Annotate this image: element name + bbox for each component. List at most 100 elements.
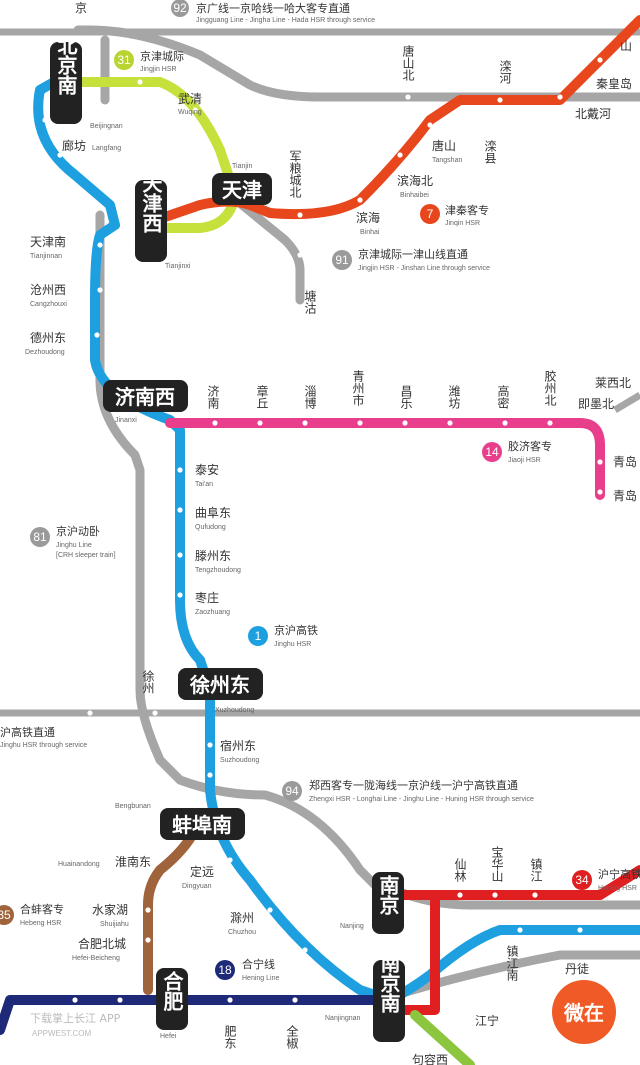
watermark-badge[interactable]: 微在 — [552, 980, 616, 1044]
svg-text:京沪高铁: 京沪高铁 — [274, 623, 318, 637]
station-tianjinnan: 天津南 — [30, 234, 66, 249]
svg-text:81: 81 — [33, 530, 47, 544]
svg-text:Zhengxi HSR - Longhai Line - J: Zhengxi HSR - Longhai Line - Jinghu Line… — [309, 796, 534, 803]
svg-text:微在: 微在 — [563, 1001, 604, 1025]
station-dingyuan: 定远 — [190, 864, 214, 879]
station-tangshan: 唐山 — [432, 138, 456, 153]
svg-text:Binhaibei: Binhaibei — [400, 192, 429, 199]
legend-81: 81 京沪动卧 Jinghu Line [CRH sleeper train] — [30, 524, 116, 559]
svg-text:7: 7 — [427, 207, 434, 221]
station-xuzhou: 徐州 — [141, 669, 155, 694]
svg-text:Qufudong: Qufudong — [195, 524, 226, 531]
svg-text:合宁线: 合宁线 — [242, 957, 275, 971]
station-zhenjiangnan: 镇江南 — [505, 945, 519, 981]
hub-hefei-label: 合肥 — [160, 970, 184, 1012]
hening-line — [0, 995, 395, 1035]
huning-hsr-line — [390, 865, 640, 1015]
svg-text:Dingyuan: Dingyuan — [182, 883, 212, 890]
station-dots — [42, 57, 603, 1023]
conventional-lines — [0, 25, 640, 1000]
svg-text:18: 18 — [218, 963, 232, 977]
badge-92: 92 — [173, 1, 187, 15]
hub-xuzhoudong[interactable]: 徐州东 — [178, 668, 263, 700]
bengbunan-en: Bengbunan — [115, 803, 151, 810]
station-shanghaiguan: 山 — [620, 39, 632, 53]
hub-tianjinxi-label: 天津西 — [139, 173, 163, 234]
station-binhai: 滨海 — [356, 210, 380, 225]
svg-text:Jingjin HSR: Jingjin HSR — [140, 66, 177, 73]
svg-text:Huainandong: Huainandong — [58, 861, 100, 868]
svg-text:34: 34 — [575, 873, 589, 887]
legend-91: 91 京津城际一津山线直通 Jingjin HSR - Jinshan Line… — [332, 247, 490, 272]
svg-text:91: 91 — [335, 253, 349, 267]
svg-text:Suzhoudong: Suzhoudong — [220, 757, 259, 764]
station-hefeibeicheng: 合肥北城 — [78, 936, 126, 951]
svg-text:14: 14 — [485, 445, 499, 459]
station-huainandong: 淮南东 — [115, 854, 151, 869]
legend-14: 14 胶济客专 Jiaoji HSR — [482, 439, 552, 464]
station-taian: 泰安 — [195, 462, 219, 477]
hub-beijingnan[interactable]: 北京南 — [50, 35, 82, 124]
hub-tianjinxi[interactable]: 天津西 — [135, 173, 167, 262]
station-langfang: 廊坊 — [62, 138, 86, 153]
jinanxi-en: Jinanxi — [115, 417, 137, 424]
station-baohuashan: 宝华山 — [490, 846, 504, 882]
station-zibo: 淄博 — [303, 385, 317, 409]
hub-jinanxi[interactable]: 济南西 — [103, 380, 188, 412]
station-dantu: 丹徒 — [565, 962, 589, 976]
hub-nanjing[interactable]: 南京 — [372, 872, 404, 934]
hub-beijingnan-label: 北京南 — [54, 35, 78, 95]
station-wuqing: 武清 — [178, 92, 202, 106]
station-chuzhou: 滁州 — [230, 910, 254, 925]
station-qinhuangdao: 秦皇岛 — [596, 76, 632, 91]
hub-nanjing-label: 南京 — [376, 875, 400, 915]
svg-text:沪宁高铁: 沪宁高铁 — [598, 867, 640, 881]
svg-text:Tangshan: Tangshan — [432, 157, 462, 164]
station-laixibei: 莱西北 — [595, 376, 631, 390]
svg-text:Hefei-Beicheng: Hefei-Beicheng — [72, 955, 120, 962]
hub-hefei[interactable]: 合肥 — [156, 968, 188, 1030]
station-jiaozhoubei: 胶州北 — [543, 369, 557, 407]
station-jiangning: 江宁 — [475, 1013, 499, 1028]
hub-xuzhoudong-label: 徐州东 — [189, 673, 250, 697]
svg-text:Binhai: Binhai — [360, 229, 380, 236]
svg-text:胶济客专: 胶济客专 — [508, 439, 552, 453]
station-qufudong: 曲阜东 — [195, 506, 231, 520]
svg-text:津秦客专: 津秦客专 — [445, 203, 489, 217]
xuzhoudong-en: Xuzhoudong — [215, 707, 254, 714]
top-line-cn: 京广线一京哈线一哈大客专直通 — [196, 1, 350, 15]
hub-nanjingnan[interactable]: 南京南 — [373, 953, 405, 1042]
station-shuijiahu: 水家湖 — [92, 902, 128, 917]
station-tangshanbei: 唐山北 — [401, 44, 415, 82]
legend-1: 1 京沪高铁 Jinghu HSR — [248, 623, 318, 648]
legend-34: 34 沪宁高铁 Huning HSR — [572, 867, 640, 892]
station-jinan: 济南 — [206, 384, 220, 409]
svg-text:APPWEST.COM: APPWEST.COM — [32, 1029, 91, 1038]
legend-through: 沪高铁直通 Jinghu HSR through service — [0, 725, 87, 749]
svg-text:Tianjinnan: Tianjinnan — [30, 253, 62, 260]
nanjing-south-green-line — [410, 1010, 475, 1065]
svg-text:Wuqing: Wuqing — [178, 109, 202, 116]
hub-en-labels: Beijingnan Tianjinxi Tianjin Jinanxi Xuz… — [90, 123, 364, 1040]
hub-bengbunan[interactable]: 蚌埠南 — [160, 808, 245, 840]
station-qingdao-2: 青岛 — [613, 488, 637, 503]
nanjing-en: Nanjing — [340, 923, 364, 930]
svg-text:94: 94 — [285, 784, 299, 798]
station-cangzhouxi: 沧州西 — [30, 282, 66, 297]
station-zhangqiu: 章丘 — [255, 384, 269, 409]
svg-text:Jinqin HSR: Jinqin HSR — [445, 220, 480, 227]
station-gaomi: 高密 — [496, 384, 510, 409]
svg-text:[CRH sleeper train]: [CRH sleeper train] — [56, 552, 116, 559]
hefei-en: Hefei — [160, 1033, 177, 1040]
station-dezhoudong: 德州东 — [30, 330, 66, 345]
station-changle: 昌乐 — [399, 385, 413, 409]
svg-text:Jinghu HSR through service: Jinghu HSR through service — [0, 742, 87, 749]
svg-text:Jinghu Line: Jinghu Line — [56, 542, 92, 549]
jingjin-hsr-line — [75, 77, 240, 233]
svg-text:31: 31 — [117, 53, 131, 67]
svg-text:1: 1 — [255, 629, 262, 643]
hub-tianjin[interactable]: 天津 — [212, 173, 272, 205]
svg-text:Dezhoudong: Dezhoudong — [25, 349, 65, 356]
svg-text:Huning HSR: Huning HSR — [598, 885, 637, 892]
